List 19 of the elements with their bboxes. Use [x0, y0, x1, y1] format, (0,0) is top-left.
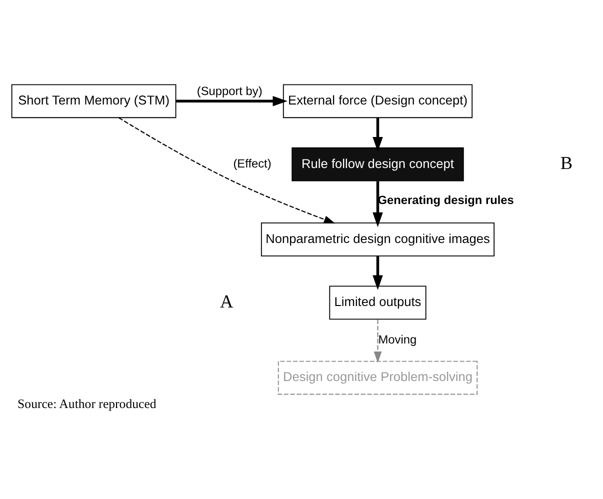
label: A — [220, 290, 234, 311]
edge-label: Moving — [378, 332, 417, 346]
edge-label: (Effect) — [233, 156, 272, 170]
node-box: Design cognitive Problem-solving — [278, 360, 478, 394]
node-box: Rule follow design concept — [292, 146, 464, 181]
node-box: Short Term Memory (STM) — [11, 84, 176, 118]
node-box: External force (Design concept) — [282, 84, 473, 118]
edge-label: (Support by) — [196, 84, 262, 98]
arrow — [372, 117, 383, 152]
caption: Source: Author reproduced — [18, 396, 156, 411]
node-box: Limited outputs — [329, 285, 426, 320]
arrow — [374, 318, 382, 362]
arrow — [372, 180, 383, 227]
arrow — [372, 256, 383, 290]
label: B — [560, 152, 573, 172]
edge-label: Generating design rules — [378, 192, 514, 207]
node-box: Nonparametric design cognitive images — [260, 222, 495, 256]
arrow — [176, 96, 288, 106]
arrow — [118, 116, 336, 224]
